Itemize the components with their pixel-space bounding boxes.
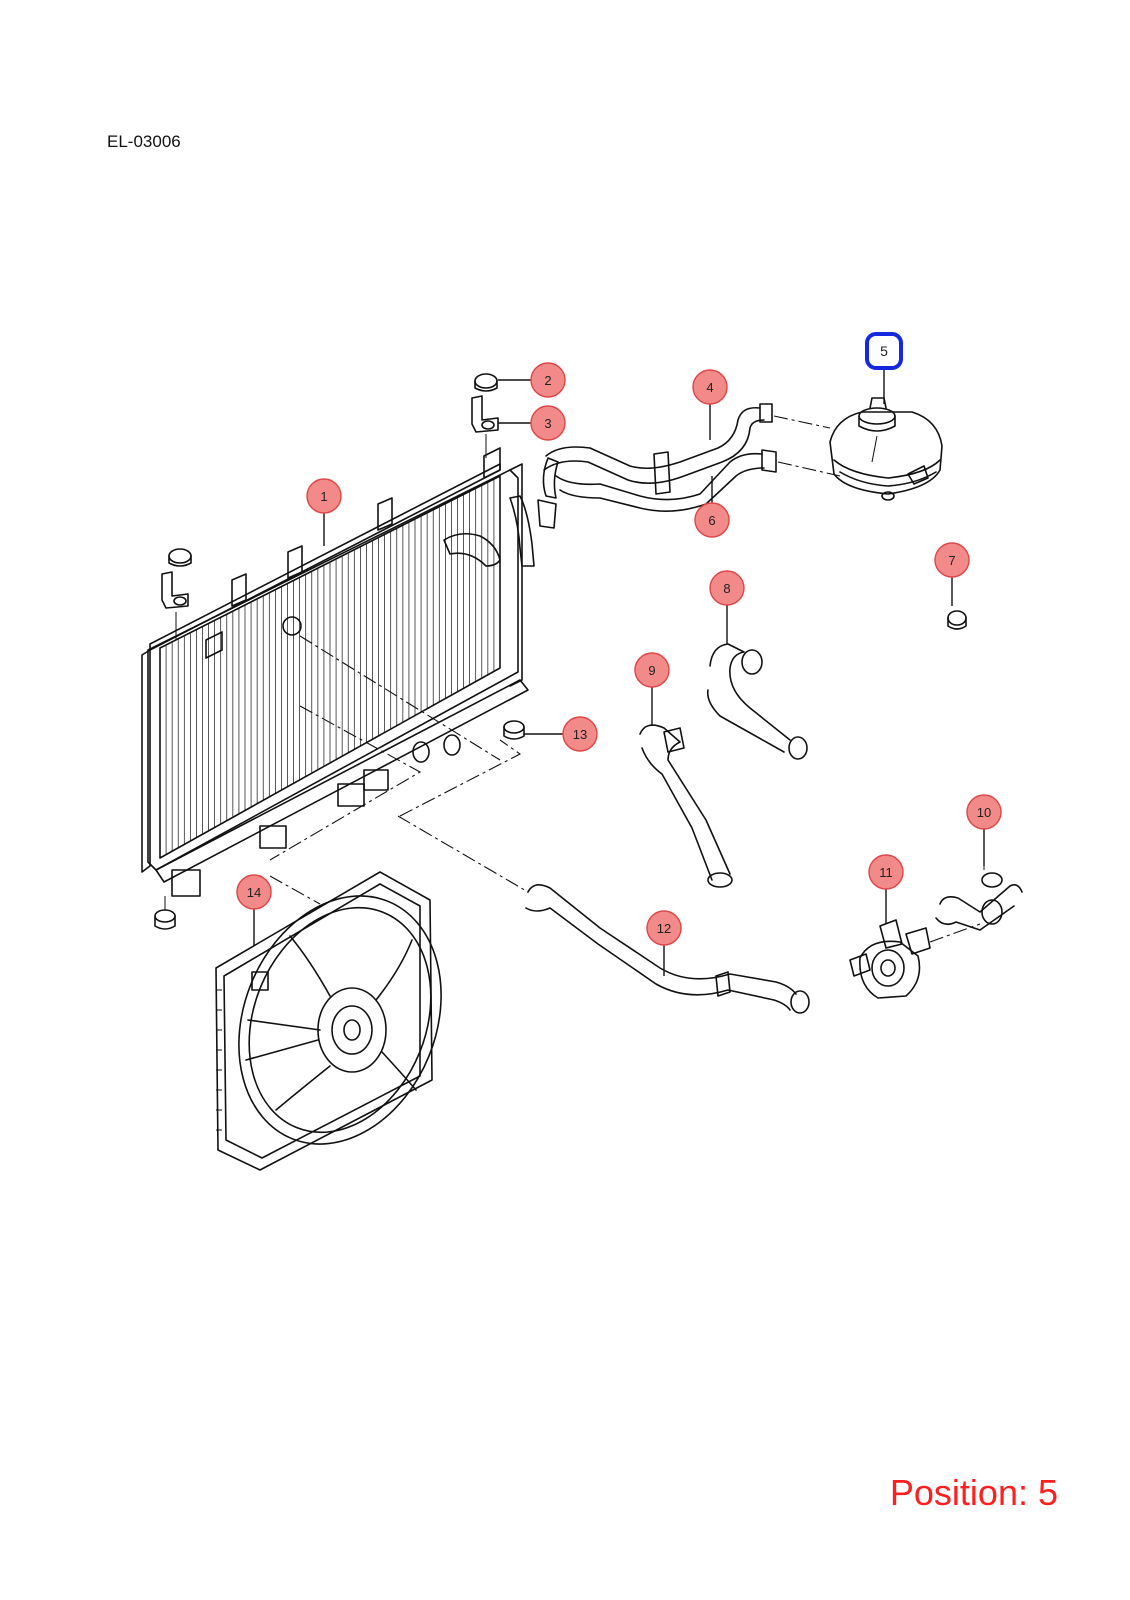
radiator-upper-bracket-left[interactable] — [161, 548, 192, 640]
callout-bubble — [236, 874, 272, 910]
callout-8[interactable]: 8 — [709, 570, 745, 606]
callout-label: 12 — [657, 921, 671, 936]
radiator-upper-bracket-right[interactable] — [471, 373, 499, 458]
callout-label: 5 — [880, 343, 888, 359]
position-label: Position: 5 — [889, 1472, 1058, 1513]
callout-7[interactable]: 7 — [934, 542, 970, 578]
radiator-inlet-hose[interactable] — [443, 457, 559, 567]
radiator-lower-grommet-right[interactable] — [503, 720, 525, 740]
callout-4[interactable]: 4 — [692, 369, 728, 405]
callout-label: 7 — [948, 553, 955, 568]
callout-2[interactable]: 2 — [530, 362, 566, 398]
hose-12[interactable] — [525, 884, 810, 1014]
callout-bubble — [306, 478, 342, 514]
callout-12[interactable]: 12 — [646, 910, 682, 946]
callout-bubble — [709, 570, 745, 606]
callout-1[interactable]: 1 — [306, 478, 342, 514]
hose-clamp-pair[interactable] — [412, 734, 461, 763]
callout-3[interactable]: 3 — [530, 405, 566, 441]
callout-bubble — [530, 405, 566, 441]
hose-10[interactable] — [935, 830, 1023, 931]
callout-label: 8 — [723, 581, 730, 596]
expansion-tank[interactable] — [829, 397, 943, 501]
callout-label: 3 — [544, 416, 551, 431]
callout-label: 9 — [648, 663, 655, 678]
assembly-lines — [269, 635, 529, 905]
callout-bubble — [646, 910, 682, 946]
hose-9[interactable] — [639, 724, 733, 888]
water-pump-11[interactable] — [849, 919, 981, 999]
callout-label: 10 — [977, 805, 991, 820]
upper-hose-6[interactable] — [555, 449, 841, 512]
radiator[interactable] — [141, 447, 529, 897]
radiator-lower-grommet-left[interactable] — [154, 896, 176, 930]
callout-label: 2 — [544, 373, 551, 388]
callout-bubble — [966, 794, 1002, 830]
callout-14[interactable]: 14 — [236, 874, 272, 910]
callout-label: 4 — [706, 380, 713, 395]
callout-bubble — [868, 854, 904, 890]
callout-bubble — [562, 716, 598, 752]
callout-bubble — [694, 502, 730, 538]
callout-bubble — [530, 362, 566, 398]
nut-7[interactable] — [947, 610, 967, 630]
hose-8[interactable] — [706, 643, 808, 760]
callout-9[interactable]: 9 — [634, 652, 670, 688]
callout-13[interactable]: 13 — [562, 716, 598, 752]
callout-label: 14 — [247, 885, 261, 900]
callout-bubble — [934, 542, 970, 578]
upper-hose-4[interactable] — [543, 403, 831, 484]
callout-label: 13 — [573, 727, 587, 742]
callout-bubble — [692, 369, 728, 405]
callout-11[interactable]: 11 — [868, 854, 904, 890]
callout-6[interactable]: 6 — [694, 502, 730, 538]
fan-assembly[interactable] — [203, 865, 477, 1174]
drawing-code: EL-03006 — [107, 132, 181, 151]
callout-bubble — [634, 652, 670, 688]
selected-callout-outline — [865, 332, 903, 370]
callout-label: 6 — [708, 513, 715, 528]
callout-10[interactable]: 10 — [966, 794, 1002, 830]
callout-leaders — [253, 368, 985, 976]
callout-label: 11 — [879, 865, 893, 880]
callout-label: 1 — [320, 489, 327, 504]
callout-5[interactable]: 5 — [865, 332, 903, 370]
